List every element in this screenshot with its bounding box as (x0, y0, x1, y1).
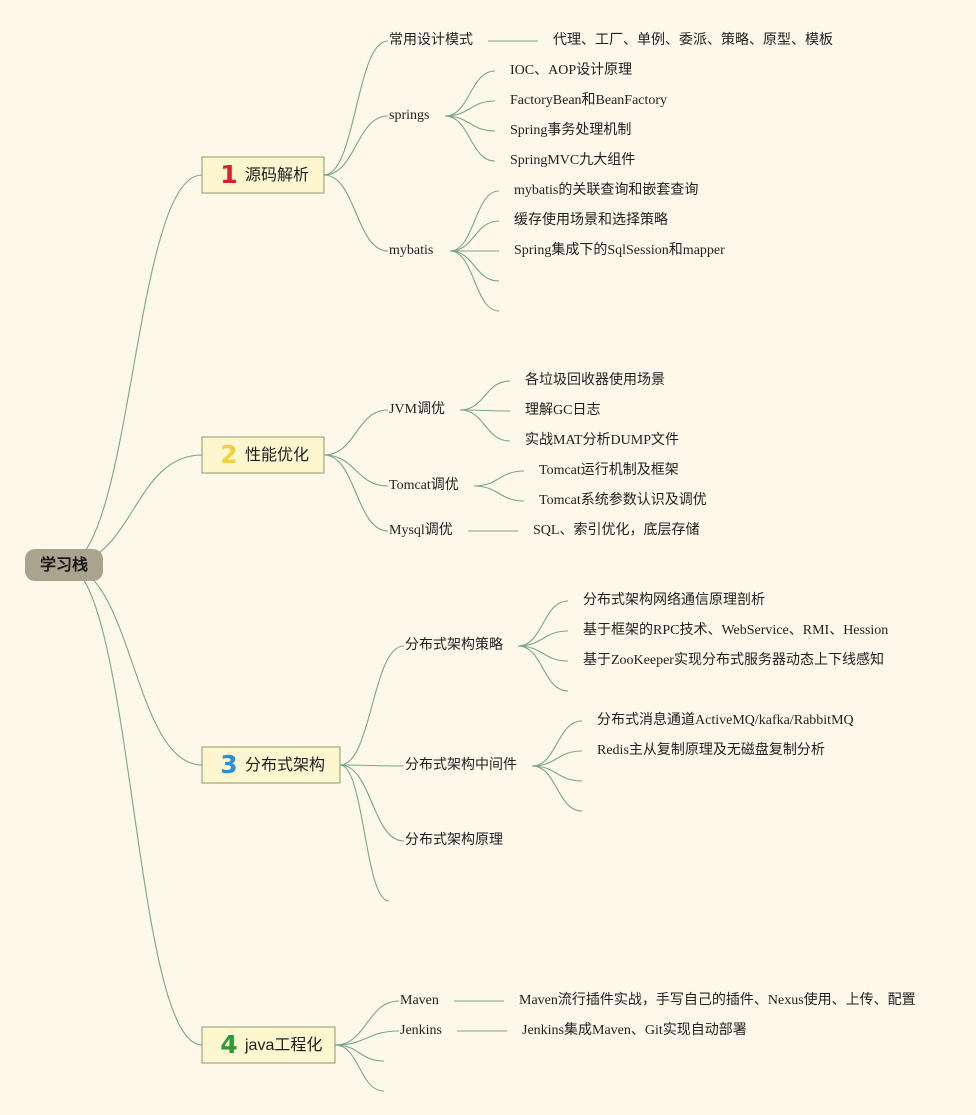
child-label: 常用设计模式 (389, 32, 473, 48)
branch-label: java工程化 (244, 1036, 322, 1054)
edge-branch4-child1 (334, 1000, 400, 1046)
edge-leaf-1-2-3 (444, 115, 496, 132)
branch-number-icon: 1 (220, 160, 237, 189)
edge-branch4-child4 (334, 1044, 385, 1092)
edge-branch3-child4 (339, 764, 390, 902)
leaf-label: SQL、索引优化，底层存储 (533, 521, 699, 538)
leaf-label: 缓存使用场景和选择策略 (514, 211, 668, 228)
root-node[interactable] (25, 549, 103, 581)
leaf-label: IOC、AOP设计原理 (510, 62, 632, 78)
edge-leaf-3-2-1 (531, 720, 583, 767)
edge-branch4-child2 (334, 1030, 400, 1046)
leaf-label: 分布式架构网络通信原理剖析 (583, 592, 765, 608)
leaf-label: 实战MAT分析DUMP文件 (525, 432, 679, 448)
edge-leaf-3-2-4 (531, 765, 583, 812)
leaf-label: 理解GC日志 (525, 402, 600, 418)
child-label: Mysql调优 (389, 522, 453, 538)
edge-leaf-3-1-2 (517, 630, 569, 647)
leaf-label: Spring事务处理机制 (510, 122, 631, 138)
leaf-label: 基于框架的RPC技术、WebService、RMI、Hession (583, 621, 888, 638)
leaf-label: SpringMVC九大组件 (510, 152, 635, 168)
edge-leaf-3-2-2 (531, 750, 583, 767)
edge-leaf-3-1-1 (517, 600, 569, 647)
edge-branch1-child1 (323, 40, 389, 176)
child-label: mybatis (389, 243, 433, 258)
edge-leaf-2-2-1 (473, 470, 525, 487)
edge-leaf-1-3-1 (449, 190, 500, 252)
edge-leaf-2-2-2 (473, 485, 525, 502)
leaf-label: 各垃圾回收器使用场景 (525, 371, 665, 388)
edge-branch2-child2 (323, 454, 389, 487)
branch-node-1[interactable] (201, 156, 325, 194)
edge-leaf-1-2-2 (444, 100, 496, 117)
branch-label: 性能优化 (245, 446, 309, 464)
child-label: Jenkins (400, 1023, 442, 1038)
branch-node-4[interactable] (201, 1026, 336, 1064)
edge-root-branch-3 (63, 564, 203, 766)
edge-branch2-child3 (323, 454, 389, 532)
child-label: JVM调优 (389, 401, 445, 417)
branch-number-icon: 2 (220, 440, 237, 469)
child-label: Maven (400, 993, 439, 1008)
leaf-label: Maven流行插件实战，手写自己的插件、Nexus使用、上传、配置 (519, 991, 916, 1008)
edge-leaf-3-1-3 (517, 645, 569, 662)
leaf-label: Redis主从复制原理及无磁盘复制分析 (597, 741, 825, 758)
edge-root-branch-2 (63, 454, 203, 566)
child-label: 分布式架构原理 (405, 832, 503, 848)
branch-number-icon: 4 (220, 1030, 237, 1059)
leaf-label: Spring集成下的SqlSession和mapper (514, 241, 725, 258)
branch-node-3[interactable] (201, 746, 341, 784)
leaf-label: 代理、工厂、单例、委派、策略、原型、模板 (553, 31, 833, 48)
edge-leaf-3-1-4 (517, 645, 569, 692)
edge-leaf-1-2-1 (444, 70, 496, 117)
edge-branch1-child3 (323, 174, 389, 252)
edge-leaf-1-3-2 (449, 220, 500, 252)
root-label: 学习栈 (40, 555, 88, 574)
edge-leaf-2-1-1 (459, 380, 511, 411)
edge-leaf-1-3-5 (449, 250, 500, 312)
branch-label: 源码解析 (245, 166, 309, 184)
edge-branch4-child3 (334, 1044, 385, 1062)
child-label: springs (389, 108, 429, 123)
branch-label: 分布式架构 (245, 756, 325, 774)
edge-branch2-child1 (323, 409, 389, 456)
edge-leaf-3-2-3 (531, 765, 583, 782)
leaf-label: 基于ZooKeeper实现分布式服务器动态上下线感知 (583, 651, 884, 668)
child-label: 分布式架构策略 (405, 636, 503, 653)
leaf-label: Tomcat运行机制及框架 (539, 462, 679, 478)
child-label: Tomcat调优 (389, 477, 459, 493)
branch-node-2[interactable] (201, 436, 325, 474)
edge-leaf-1-3-4 (449, 250, 500, 282)
leaf-label: Tomcat系统参数认识及调优 (539, 491, 707, 508)
leaf-label: 分布式消息通道ActiveMQ/kafka/RabbitMQ (597, 711, 854, 728)
edge-branch3-child3 (339, 764, 405, 842)
leaf-label: FactoryBean和BeanFactory (510, 92, 667, 108)
leaf-label: Jenkins集成Maven、Git实现自动部署 (522, 1021, 747, 1038)
edge-root-branch-4 (63, 564, 203, 1046)
edge-leaf-1-2-4 (444, 115, 496, 162)
edge-leaf-2-1-3 (459, 409, 511, 442)
branch-number-icon: 3 (220, 750, 237, 779)
edge-branch1-child2 (323, 115, 389, 176)
edge-branch3-child2 (339, 764, 405, 767)
leaf-label: mybatis的关联查询和嵌套查询 (514, 182, 698, 198)
child-label: 分布式架构中间件 (405, 757, 517, 773)
edge-root-branch-1 (63, 174, 203, 566)
edge-branch3-child1 (339, 645, 405, 766)
